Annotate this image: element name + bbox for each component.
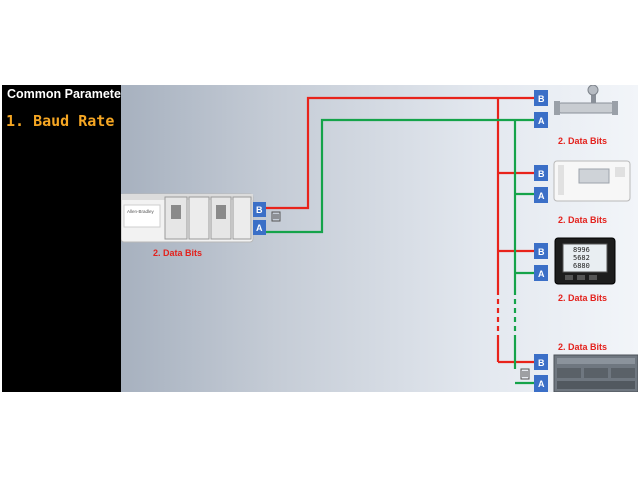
slave-4-port-a: A bbox=[538, 379, 545, 389]
slave-3-port-b: B bbox=[538, 247, 545, 257]
flow-meter-device bbox=[554, 85, 618, 115]
diagram-canvas: Allen-Bradley B A bbox=[121, 85, 638, 392]
slave-3-port-a: A bbox=[538, 269, 545, 279]
meter-reading-3: 6880 bbox=[573, 262, 590, 270]
meter-reading-1: 8996 bbox=[573, 246, 590, 254]
plc-port-b-label: B bbox=[256, 205, 263, 215]
panel-title: Common Parameter bbox=[7, 87, 126, 101]
rs485-network-diagram: Allen-Bradley B A bbox=[121, 85, 638, 392]
bus-line-a bbox=[266, 118, 534, 234]
slave-3-data-bits-label: 2. Data Bits bbox=[558, 293, 607, 303]
slave-3-ports: B A bbox=[534, 243, 548, 281]
parameter-item-baud-rate: 1. Baud Rate bbox=[6, 112, 115, 130]
slave-2-ports: B A bbox=[534, 165, 548, 203]
din-rail-meter-device bbox=[553, 160, 631, 202]
power-meter-device: 8996 5682 6880 bbox=[554, 237, 616, 285]
plc-port-b: B bbox=[253, 202, 266, 217]
plc-port-a: A bbox=[253, 220, 266, 235]
termination-resistor-icon bbox=[271, 211, 281, 222]
slave-4-port-b: B bbox=[538, 358, 545, 368]
slave-1-port-a: A bbox=[538, 116, 545, 126]
plc-controller: Allen-Bradley bbox=[121, 193, 254, 243]
meter-reading-2: 5682 bbox=[573, 254, 590, 262]
termination-resistor-icon-slave-4 bbox=[520, 368, 530, 380]
plc-data-bits-label: 2. Data Bits bbox=[153, 248, 202, 258]
bus-line-b bbox=[266, 96, 534, 210]
io-panel-device bbox=[553, 354, 638, 392]
slave-4-data-bits-label: 2. Data Bits bbox=[558, 342, 607, 352]
parameter-panel: Common Parameter 1. Baud Rate bbox=[2, 85, 126, 392]
slave-1-ports: B A bbox=[534, 90, 548, 128]
slave-1-port-b: B bbox=[538, 94, 545, 104]
slave-2-data-bits-label: 2. Data Bits bbox=[558, 215, 607, 225]
slave-2-port-b: B bbox=[538, 169, 545, 179]
video-frame: Common Parameter 1. Baud Rate Allen-Brad… bbox=[0, 85, 638, 392]
plc-brand-logo: Allen-Bradley bbox=[127, 209, 155, 214]
slave-2-port-a: A bbox=[538, 191, 545, 201]
slave-4-ports: B A bbox=[534, 354, 548, 392]
plc-port-a-label: A bbox=[256, 223, 263, 233]
slave-1-data-bits-label: 2. Data Bits bbox=[558, 136, 607, 146]
